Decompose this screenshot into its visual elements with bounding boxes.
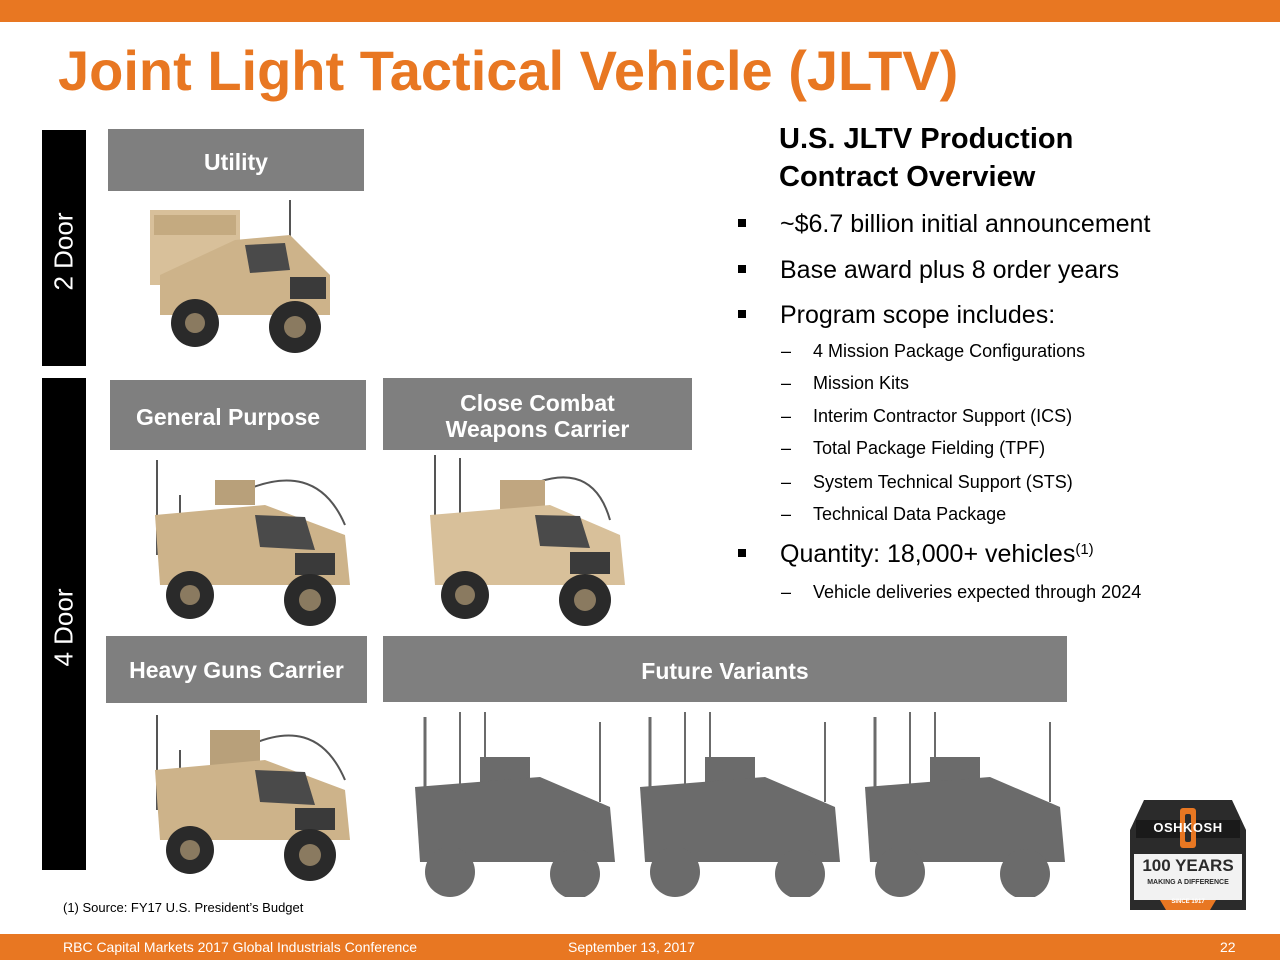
heavy-guns-vehicle-image [155, 715, 350, 881]
scope-item: –System Technical Support (STS) [781, 472, 1073, 492]
source-footnote: (1) Source: FY17 U.S. President’s Budget [63, 900, 304, 915]
variant-label-close-combat: Close Combat Weapons Carrier [383, 378, 692, 450]
scope-item: –Technical Data Package [781, 504, 1007, 524]
footer-date: September 13, 2017 [568, 939, 695, 955]
quantity-bullet: Quantity: 18,000+ vehicles(1) [738, 539, 1094, 569]
general-purpose-vehicle-image [155, 460, 350, 626]
logo-brand-text: OSHKOSH [1153, 820, 1223, 835]
bullet-item: ~$6.7 billion initial announcement [738, 209, 1150, 239]
close-combat-line1: Close Combat [460, 390, 615, 416]
scope-item: –Interim Contractor Support (ICS) [781, 406, 1073, 426]
overview-heading-line1: U.S. JLTV Production [779, 123, 1074, 155]
bullet-square-icon [738, 265, 746, 273]
overview-heading: U.S. JLTV Production Contract Overview [779, 120, 1179, 196]
scope-item: –Mission Kits [781, 373, 910, 393]
oshkosh-100-years-logo [1130, 800, 1246, 910]
close-combat-vehicle-image [430, 455, 625, 626]
logo-since-text: SINCE 1917 [1171, 899, 1205, 905]
two-door-label: 2 Door [48, 212, 79, 291]
footer-page-number: 22 [1220, 939, 1236, 955]
variant-label-utility: Utility [108, 129, 364, 191]
overview-heading-line2: Contract Overview [779, 161, 1036, 193]
footer-bar: RBC Capital Markets 2017 Global Industri… [0, 934, 1280, 960]
variant-label-general-purpose: General Purpose [110, 380, 366, 450]
two-door-bar [42, 130, 86, 366]
four-door-label: 4 Door [48, 588, 79, 667]
scope-item: –4 Mission Package Configurations [781, 341, 1086, 361]
bullet-square-icon [738, 310, 746, 318]
logo-years-text: 100 YEARS [1142, 856, 1234, 875]
utility-vehicle-image [150, 200, 330, 353]
page-title: Joint Light Tactical Vehicle (JLTV) [58, 39, 959, 102]
top-accent-bar [0, 0, 1280, 22]
scope-item: –Total Package Fielding (TPF) [781, 438, 1046, 458]
logo-tagline-text: MAKING A DIFFERENCE [1147, 879, 1229, 886]
bullet-square-icon [738, 549, 746, 557]
bullet-item: Program scope includes: [738, 300, 1055, 330]
future-variant-silhouette-2 [640, 712, 840, 897]
variant-label-heavy-guns: Heavy Guns Carrier [106, 636, 367, 703]
bullet-item: Base award plus 8 order years [738, 255, 1119, 285]
future-variant-silhouette-3 [865, 712, 1065, 897]
close-combat-line2: Weapons Carrier [445, 416, 630, 442]
footnote-ref: (1) [1075, 541, 1094, 558]
footer-conference: RBC Capital Markets 2017 Global Industri… [63, 939, 418, 955]
quantity-sub-item: –Vehicle deliveries expected through 202… [781, 582, 1142, 602]
variant-label-future: Future Variants [383, 636, 1067, 702]
four-door-bar [42, 378, 86, 870]
bullet-square-icon [738, 219, 746, 227]
future-variant-silhouette-1 [415, 712, 615, 897]
